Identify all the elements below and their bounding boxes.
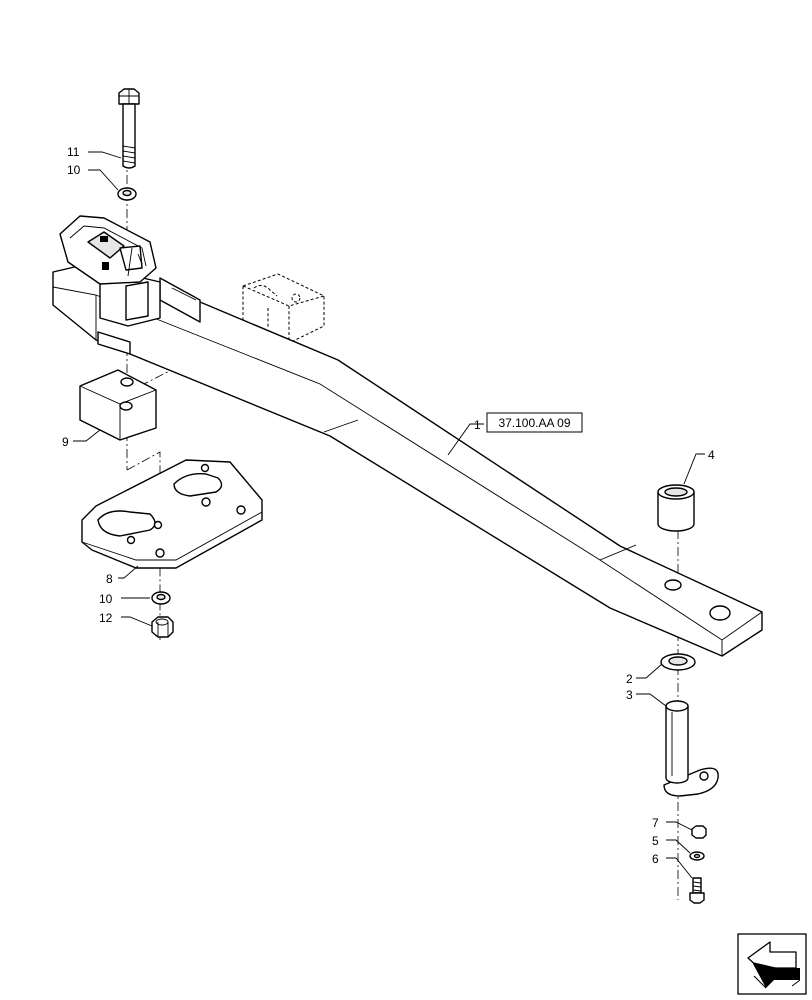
callout-7: 7 — [652, 816, 659, 830]
callout-3: 3 — [626, 688, 633, 702]
reference-box[interactable]: 37.100.AA 09 — [486, 412, 583, 433]
bushing-part-4 — [657, 484, 695, 532]
callout-5: 5 — [652, 834, 659, 848]
leader-lines — [73, 151, 705, 879]
reference-code: 37.100.AA 09 — [498, 416, 570, 430]
callout-12: 12 — [99, 611, 113, 625]
pin-part-3 — [663, 700, 719, 797]
washer-part-5 — [689, 851, 705, 861]
callout-6: 6 — [652, 852, 659, 866]
callout-11: 11 — [67, 145, 80, 159]
hitch-hook-assembly — [59, 215, 201, 327]
callout-2: 2 — [626, 672, 633, 686]
next-page-arrow-icon[interactable] — [737, 933, 807, 995]
washer-part-2 — [660, 653, 696, 671]
callout-1: 1 — [474, 418, 481, 432]
washer-part-10-top — [117, 187, 137, 201]
washer-part-10-bottom — [151, 591, 171, 605]
hex-nut-part-12 — [151, 616, 174, 638]
callout-8: 8 — [106, 572, 113, 586]
callout-10-top: 10 — [67, 163, 81, 177]
bolt-part-11 — [118, 88, 140, 169]
callout-4: 4 — [708, 448, 715, 462]
slotted-plate-part-8 — [81, 459, 263, 569]
callout-10-bottom: 10 — [99, 592, 113, 606]
spacer-block-part-9 — [79, 369, 157, 441]
nut-part-7 — [691, 825, 707, 839]
callout-9: 9 — [62, 435, 69, 449]
phantom-block — [242, 273, 325, 344]
bolt-part-6 — [689, 877, 705, 904]
callout-labels: 11 10 9 8 10 12 1 4 2 3 7 5 6 — [62, 145, 715, 866]
